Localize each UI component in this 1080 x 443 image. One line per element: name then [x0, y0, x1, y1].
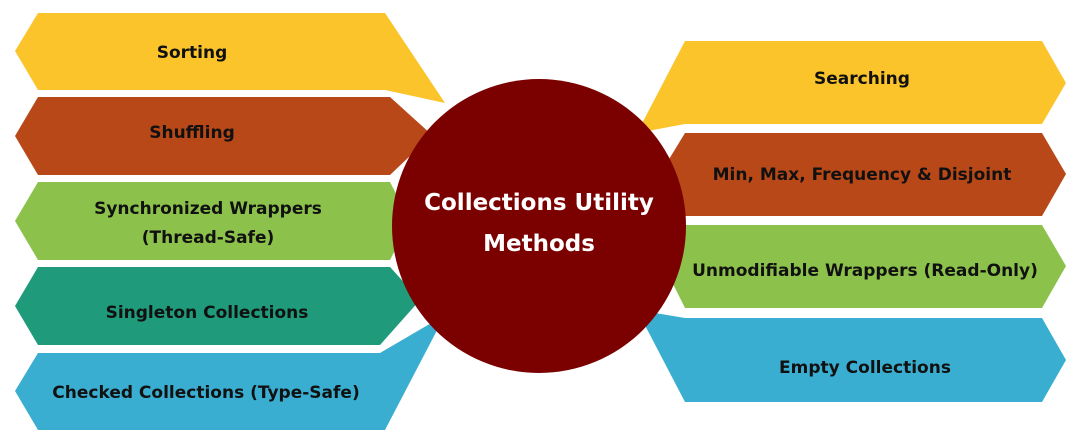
left-item-shuffling-label: Shuffling: [149, 123, 235, 143]
right-item-searching: Searching: [637, 41, 1066, 133]
right-item-searching-label: Searching: [814, 69, 910, 89]
right-item-min-max-shape: [660, 133, 1066, 216]
left-item-synchronized-wrappers-label: Synchronized Wrappers: [94, 199, 322, 219]
left-item-shuffling-shape: [15, 97, 432, 175]
left-item-checked-collections-shape: [15, 315, 445, 430]
left-item-shuffling: Shuffling: [15, 97, 432, 175]
left-item-singleton-collections-label: Singleton Collections: [106, 303, 309, 323]
left-item-checked-collections-label: Checked Collections (Type-Safe): [52, 383, 359, 403]
right-item-min-max-label: Min, Max, Frequency & Disjoint: [713, 165, 1012, 185]
left-item-singleton-collections-shape: [15, 267, 420, 345]
left-item-checked-collections: Checked Collections (Type-Safe): [15, 315, 445, 430]
center-title-line2: Methods: [483, 231, 595, 257]
right-item-unmodifiable-wrappers-label: Unmodifiable Wrappers (Read-Only): [692, 261, 1038, 281]
left-item-singleton-collections: Singleton Collections: [15, 267, 420, 345]
right-item-min-max: Min, Max, Frequency & Disjoint: [660, 133, 1066, 216]
left-item-sorting-label: Sorting: [157, 43, 228, 63]
right-item-unmodifiable-wrappers-shape: [664, 225, 1066, 308]
left-item-sorting: Sorting: [15, 13, 445, 103]
left-item-sorting-shape: [15, 13, 445, 103]
center-circle: [392, 79, 686, 373]
left-item-synchronized-wrappers-shape: [15, 182, 410, 260]
center-hub: Collections Utility Methods: [392, 79, 686, 373]
center-title-line1: Collections Utility: [424, 190, 654, 216]
right-item-empty-collections: Empty Collections: [637, 310, 1066, 402]
left-item-synchronized-wrappers: Synchronized Wrappers (Thread-Safe): [15, 182, 410, 260]
right-item-searching-shape: [637, 41, 1066, 133]
right-item-empty-collections-label: Empty Collections: [779, 358, 951, 378]
right-item-unmodifiable-wrappers: Unmodifiable Wrappers (Read-Only): [664, 225, 1066, 308]
right-item-empty-collections-shape: [637, 310, 1066, 402]
left-item-synchronized-wrappers-sublabel: (Thread-Safe): [142, 228, 275, 248]
